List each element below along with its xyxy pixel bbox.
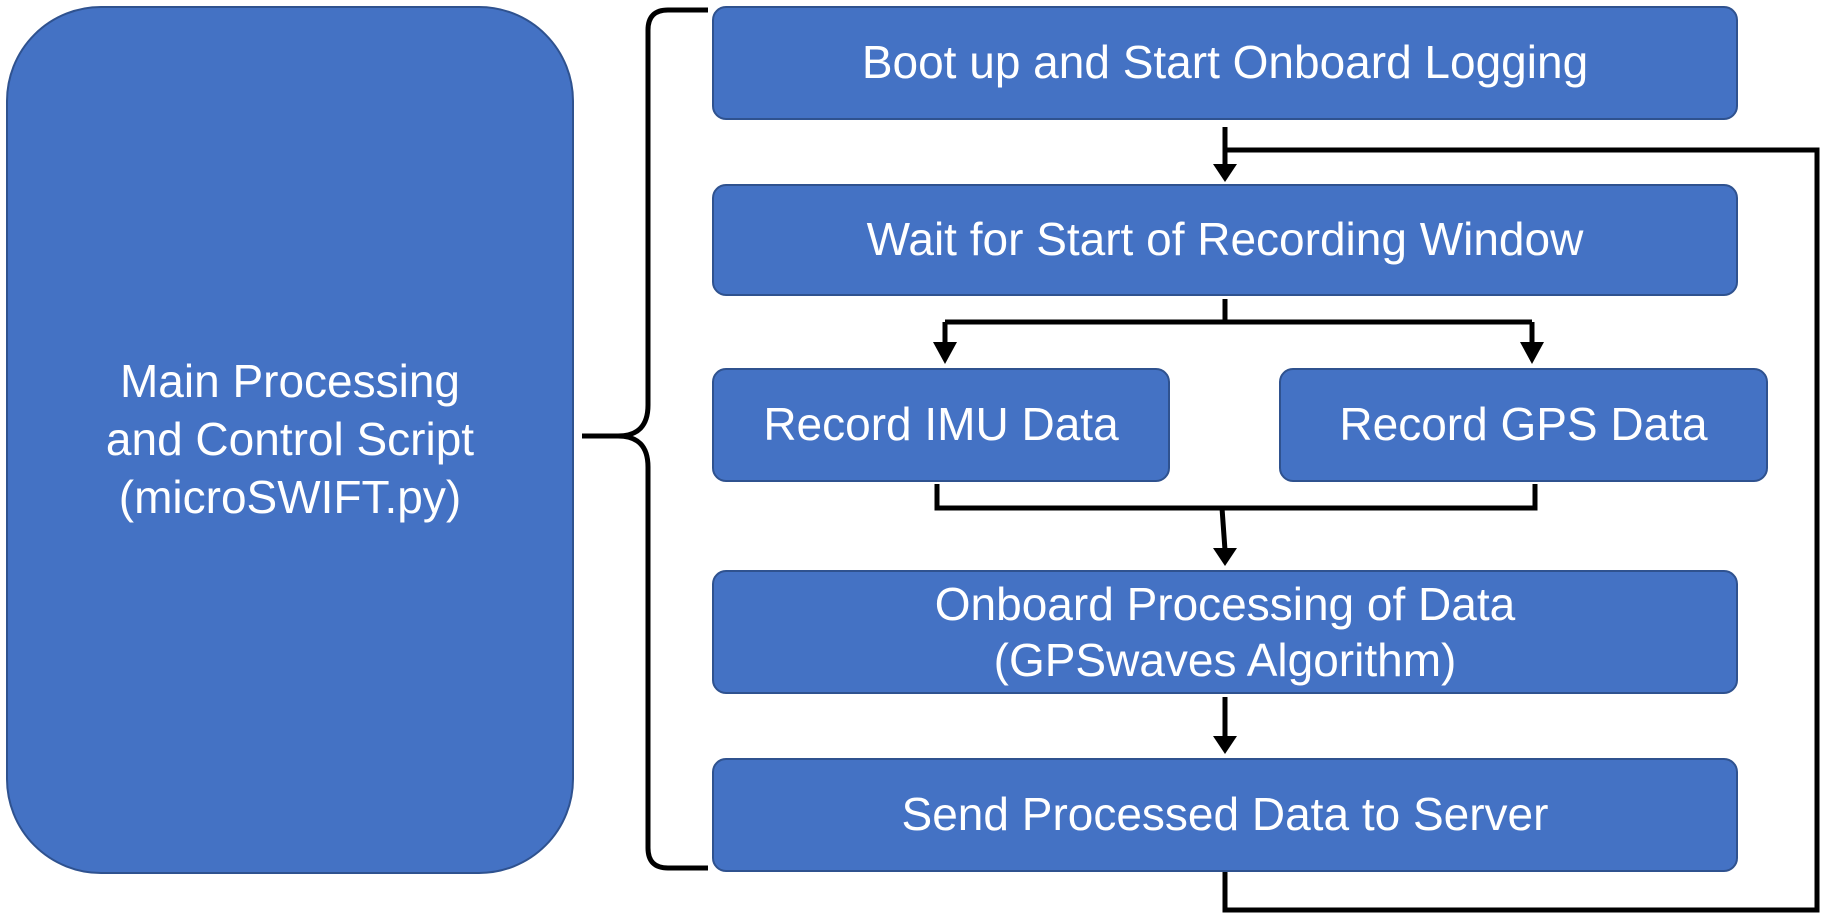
arrow-into-send (1213, 736, 1237, 754)
arrow-into-processing (1213, 548, 1237, 566)
record-imu-box: Record IMU Data (712, 368, 1170, 482)
arrow-into-gps (1520, 342, 1544, 364)
arrow-into-wait (1213, 164, 1237, 182)
arrow-into-imu (933, 342, 957, 364)
send-loop-back-connector (1222, 147, 1820, 913)
record-gps-box: Record GPS Data (1279, 368, 1768, 482)
recording-merge-connector (934, 484, 1538, 551)
main-script-box: Main Processing and Control Script (micr… (6, 6, 574, 874)
send-data-box: Send Processed Data to Server (712, 758, 1738, 872)
processing-step-box: Onboard Processing of Data (GPSwaves Alg… (712, 570, 1738, 694)
wait-to-recording-split-connector (942, 299, 1535, 344)
grouping-brace (582, 7, 708, 871)
wait-step-box: Wait for Start of Recording Window (712, 184, 1738, 296)
boot-step-box: Boot up and Start Onboard Logging (712, 6, 1738, 120)
